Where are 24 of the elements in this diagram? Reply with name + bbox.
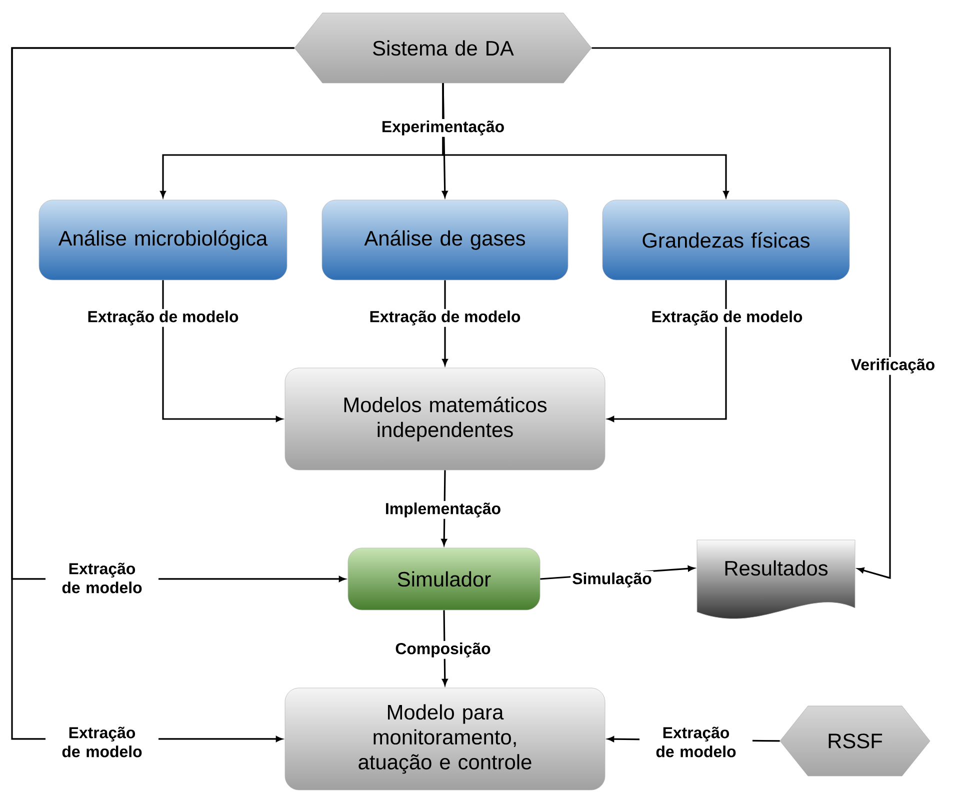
edge-label: Simulação: [570, 571, 654, 589]
edge-label: Experimentação: [380, 119, 506, 137]
arrow: [162, 280, 282, 422]
arrow: [11, 47, 294, 742]
model-box: Modelos matemáticos independentes: [284, 368, 606, 470]
process-box: Análise de gases: [322, 200, 568, 280]
hexagon-box: Sistema de DA: [294, 12, 592, 84]
arrow: [608, 280, 727, 422]
edge-label: Extração de modelo: [46, 561, 158, 595]
model-box: Modelo para monitoramento, atuação e controle: [284, 688, 606, 790]
simulator-box: Simulador: [348, 548, 540, 610]
edge-label: Extração de modelo: [46, 725, 158, 759]
hexagon-box: RSSF: [780, 706, 930, 776]
arrow: [442, 83, 729, 198]
process-box: Grandezas físicas: [602, 200, 850, 280]
edge-label: Extração de modelo: [86, 309, 240, 327]
edge-label: Verificação: [849, 357, 937, 375]
arrow: [592, 47, 891, 580]
edge-label: Composição: [394, 641, 492, 659]
edge-label: Extração de modelo: [368, 309, 522, 327]
edge-label: Implementação: [383, 501, 503, 519]
edge-label: Extração de modelo: [640, 725, 752, 759]
edge-label: Extração de modelo: [650, 309, 804, 327]
process-box: Análise microbiológica: [38, 200, 288, 280]
